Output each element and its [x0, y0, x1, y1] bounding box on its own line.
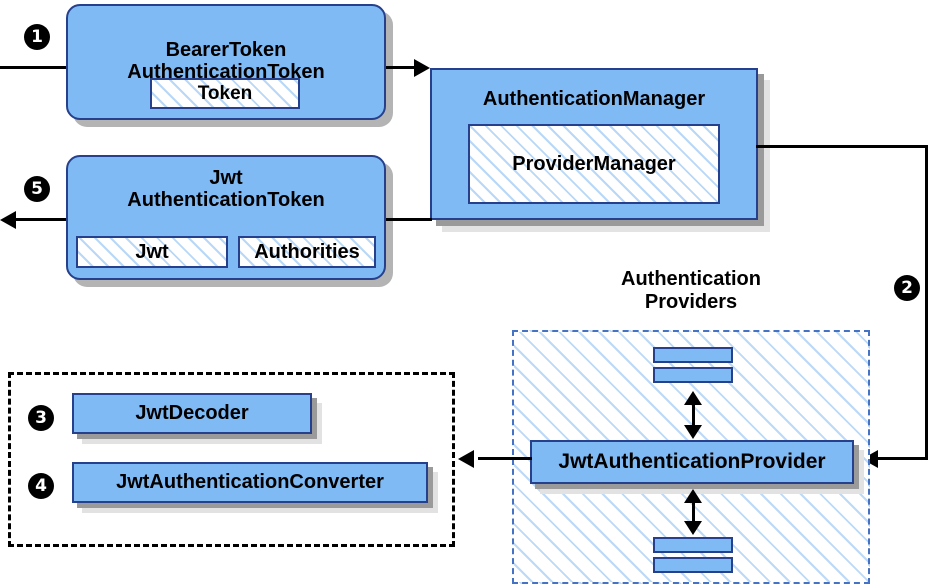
jwt-authentication-token-field-authorities: Authorities [238, 236, 376, 268]
arrowhead-provider-bottom-down [684, 521, 702, 535]
jwt-authentication-converter[interactable]: JwtAuthenticationConverter [72, 462, 428, 503]
authentication-providers-label: Authentication Providers [621, 268, 761, 313]
bearer-token-title: BearerToken AuthenticationToken [127, 38, 325, 83]
jwt-authentication-token-title: Jwt AuthenticationToken [127, 167, 325, 212]
jwt-authentication-provider[interactable]: JwtAuthenticationProvider [530, 440, 854, 484]
arrowhead-provider-to-support [458, 450, 474, 468]
support-components-container [8, 372, 455, 547]
step-badge-1: 1 [24, 24, 50, 50]
connector-manager-right [756, 145, 928, 148]
bearer-token-field-token: Token [150, 78, 300, 109]
arrowhead-token-to-manager [414, 59, 430, 77]
authentication-manager-title: AuthenticationManager [482, 88, 706, 110]
authentication-manager-field-provider-manager: ProviderManager [468, 124, 720, 204]
connector-provider-to-support [478, 457, 532, 460]
connector-manager-to-jwt-token [386, 218, 432, 221]
provider-slab-top-2 [653, 367, 733, 383]
jwt-decoder[interactable]: JwtDecoder [72, 393, 312, 434]
step-badge-4: 4 [28, 473, 54, 499]
connector-right-to-provider [874, 457, 928, 460]
provider-slab-bottom-2 [653, 557, 733, 573]
connector-token-to-manager [386, 66, 422, 69]
provider-slab-top-1 [653, 347, 733, 363]
provider-slab-bottom-1 [653, 537, 733, 553]
connector-right-down [925, 145, 928, 459]
step-badge-3: 3 [28, 405, 54, 431]
connector-provider-bottom [692, 493, 695, 525]
step-badge-2: 2 [894, 275, 920, 301]
arrowhead-result-out [0, 211, 16, 229]
connector-result-out [14, 218, 72, 221]
arrowhead-provider-top-down [684, 425, 702, 439]
step-badge-5: 5 [24, 176, 50, 202]
connector-provider-top [692, 395, 695, 429]
connector-request-in [0, 66, 72, 69]
jwt-authentication-token-field-jwt: Jwt [76, 236, 228, 268]
